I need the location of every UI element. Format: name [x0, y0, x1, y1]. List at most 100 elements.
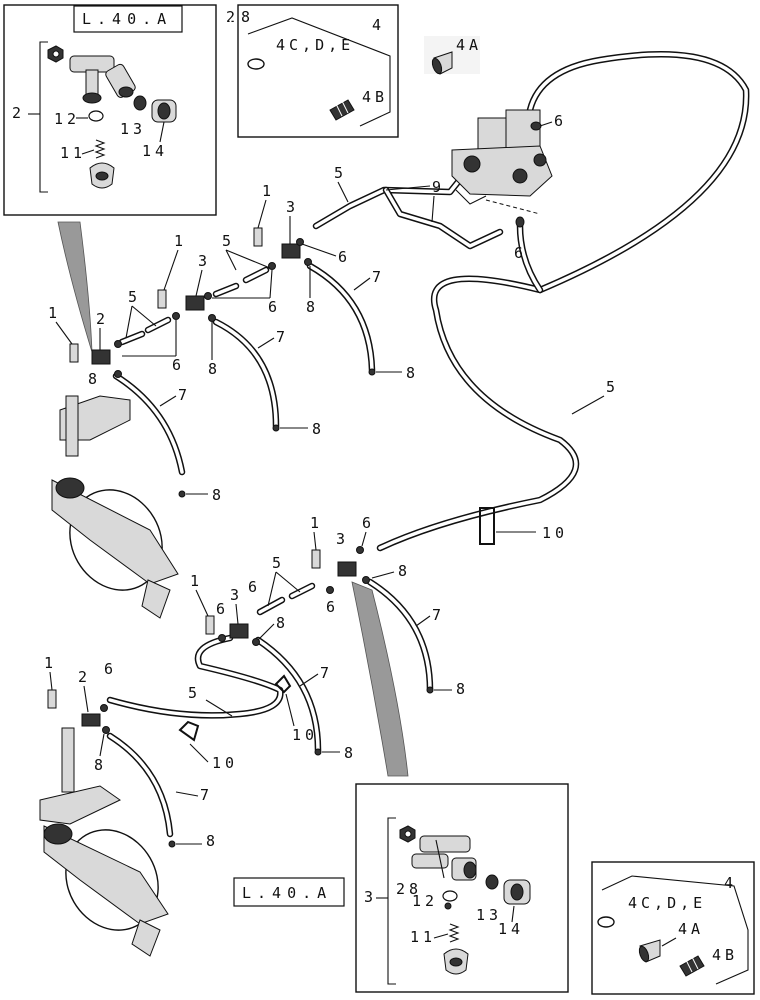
callout-3: 3 — [198, 252, 211, 270]
callout-6: 6 — [248, 578, 261, 596]
callout-7: 7 — [200, 786, 213, 804]
callout-2: 2 — [78, 668, 91, 686]
callout-5: 5 — [222, 232, 235, 250]
callout-6: 6 — [216, 600, 229, 618]
spring-icon — [94, 139, 106, 159]
callout-13-detail: 13 — [120, 120, 146, 138]
callout-8: 8 — [398, 562, 411, 580]
callout-7: 7 — [432, 606, 445, 624]
callout-3: 3 — [230, 586, 243, 604]
callout-4cde-box: 4C,D,E — [276, 36, 354, 54]
row-unit-icon — [39, 727, 169, 957]
detail-box-28: 28 . 4 4C,D,E 4B — [226, 4, 399, 138]
callout-8: 8 — [312, 420, 325, 438]
callout-1: 1 — [44, 654, 57, 672]
callout-8: 8 — [208, 360, 221, 378]
washer-icon — [442, 890, 458, 902]
callout-13-detail: 13 — [476, 906, 502, 924]
callouts-main: 1 1 1 3 3 2 5 5 5 5 6 6 6 6 6 9 8 8 8 8 — [44, 112, 619, 850]
nozzle-row-upper — [69, 227, 376, 498]
callout-6: 6 — [268, 298, 281, 316]
callout-4-box: 4 — [372, 16, 385, 34]
callout-14-detail: 14 — [498, 920, 524, 938]
hose-barb-icon — [329, 99, 355, 121]
callout-4a-top: 4A — [456, 36, 482, 54]
callout-4a-box: 4A — [678, 920, 704, 938]
detail-pointer-bottom — [351, 581, 409, 777]
callout-10: 10 — [292, 726, 318, 744]
callout-2-detail: 2 — [12, 104, 25, 122]
nozzle-body-icon — [411, 835, 477, 881]
hose-barb-icon — [679, 955, 705, 977]
callout-8: 8 — [306, 298, 319, 316]
nut-icon — [399, 825, 416, 843]
nozzle-row-lower — [47, 507, 495, 848]
callout-12-detail: 12 — [412, 892, 438, 910]
callout-7: 7 — [372, 268, 385, 286]
callout-5: 5 — [188, 684, 201, 702]
washer-icon — [88, 110, 104, 122]
reducer-fitting-icon — [638, 939, 661, 963]
callout-6: 6 — [514, 244, 527, 262]
callout-6: 6 — [338, 248, 351, 266]
callout-1: 1 — [48, 304, 61, 322]
spring-icon — [448, 923, 460, 943]
callout-8: 8 — [276, 614, 289, 632]
row-unit-icon — [51, 395, 179, 619]
nozzle-cap-icon — [503, 879, 531, 905]
callout-28-detail: 28 — [396, 880, 422, 898]
callout-5: 5 — [606, 378, 619, 396]
nozzle-cap-icon — [151, 99, 177, 123]
callout-7: 7 — [320, 664, 333, 682]
callout-3-detail: 3 — [364, 888, 377, 906]
cap-icon — [89, 162, 115, 189]
callout-8: 8 — [456, 680, 469, 698]
nut-icon — [47, 45, 64, 63]
o-ring-icon — [133, 95, 147, 111]
callout-12-detail: 12 — [54, 110, 80, 128]
callout-6: 6 — [326, 598, 339, 616]
callout-7: 7 — [178, 386, 191, 404]
callout-14-detail: 14 — [142, 142, 168, 160]
callout-6: 6 — [172, 356, 185, 374]
callout-8: 8 — [212, 486, 225, 504]
callout-7: 7 — [276, 328, 289, 346]
callout-6: 6 — [104, 660, 117, 678]
ref-tag-28: 28 — [226, 8, 256, 26]
hose-routing — [312, 51, 750, 552]
callout-11-detail: 11 — [60, 144, 86, 162]
callout-3: 3 — [286, 198, 299, 216]
o-ring-icon — [247, 58, 265, 70]
callout-2: 2 — [96, 310, 109, 328]
callout-1: 1 — [190, 572, 203, 590]
callout-1: 1 — [310, 514, 323, 532]
detail-box-nozzle-assembly-top: L.40.A 2 12 13 — [3, 4, 217, 216]
callout-4b-box: 4B — [712, 946, 738, 964]
callout-10: 10 — [542, 524, 568, 542]
callout-5: 5 — [272, 554, 285, 572]
fittings-top — [515, 121, 542, 228]
callout-10: 10 — [212, 754, 238, 772]
callout-1: 1 — [262, 182, 275, 200]
callout-6: 6 — [362, 514, 375, 532]
hose-5-branch — [382, 186, 504, 250]
svg-text:.: . — [226, 8, 241, 26]
detail-box-nozzle-assembly-bottom: 3 28 12 13 14 11 — [355, 783, 569, 993]
o-ring-icon — [485, 874, 499, 890]
callout-1: 1 — [174, 232, 187, 250]
callout-4-box: 4 — [724, 874, 737, 892]
callout-11-detail: 11 — [410, 928, 436, 946]
o-ring-icon — [597, 916, 615, 928]
callout-6: 6 — [554, 112, 567, 130]
callout-3: 3 — [336, 530, 349, 548]
reducer-fitting-4a: 4A — [424, 36, 482, 75]
callout-9: 9 — [432, 178, 445, 196]
ref-tag-l40a-bottom[interactable]: L.40.A — [242, 884, 332, 902]
valve-assembly-icon — [451, 109, 553, 205]
callout-5: 5 — [334, 164, 347, 182]
cap-icon — [443, 948, 469, 975]
callout-4cde-box: 4C,D,E — [628, 894, 706, 912]
callout-8: 8 — [88, 370, 101, 388]
nozzle-body-icon — [69, 55, 136, 104]
ref-tag-l40a-top[interactable]: L.40.A — [82, 10, 172, 28]
